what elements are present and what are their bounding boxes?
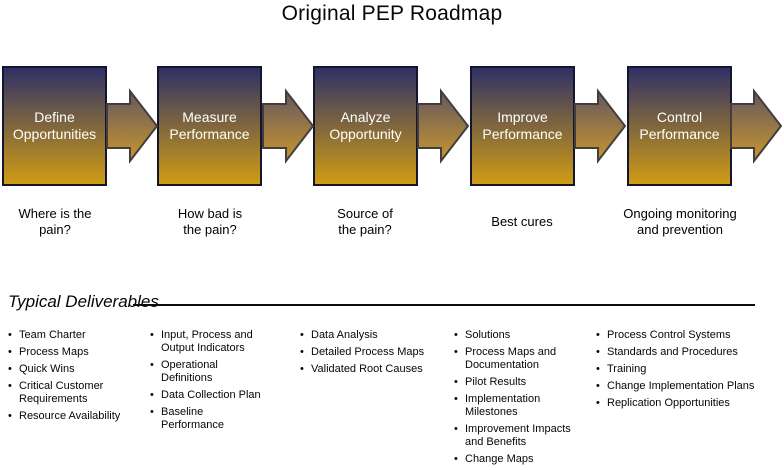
deliverables-column-improve: Solutions Process Maps and Documentation… (454, 329, 594, 470)
phase-box-label: Improve Performance (482, 109, 563, 142)
flow-arrow-right-icon (574, 88, 627, 164)
deliverables-list: Input, Process and Output Indicators Ope… (150, 329, 280, 432)
deliverable-item: Operational Definitions (150, 359, 280, 385)
phase-box-control: Control Performance (627, 66, 732, 186)
flow-arrow-right-icon (730, 88, 783, 164)
deliverable-item: Data Collection Plan (150, 389, 280, 402)
phase-box-label: Define Opportunities (12, 109, 97, 142)
phase-box-label: Measure Performance (169, 109, 250, 142)
deliverable-item: Change Implementation Plans (596, 380, 766, 393)
deliverables-list: Solutions Process Maps and Documentation… (454, 329, 594, 466)
deliverables-heading: Typical Deliverables (8, 292, 159, 311)
deliverable-item: Input, Process and Output Indicators (150, 329, 280, 355)
deliverables-column-measure: Input, Process and Output Indicators Ope… (150, 329, 280, 436)
phase-box-analyze: Analyze Opportunity (313, 66, 418, 186)
deliverables-column-define: Team Charter Process Maps Quick Wins Cri… (8, 329, 146, 427)
deliverable-item: Change Maps (454, 453, 594, 466)
deliverables-list: Data Analysis Detailed Process Maps Vali… (300, 329, 450, 376)
deliverable-item: Resource Availability (8, 410, 146, 423)
deliverable-item: Improvement Impacts and Benefits (454, 423, 594, 449)
phase-question-measure: How bad is the pain? (177, 206, 243, 237)
deliverable-item: Replication Opportunities (596, 397, 766, 410)
deliverable-item: Pilot Results (454, 376, 594, 389)
deliverable-item: Baseline Performance (150, 406, 280, 432)
phase-question-define: Where is the pain? (18, 206, 92, 237)
deliverable-item: Validated Root Causes (300, 363, 450, 376)
deliverables-column-analyze: Data Analysis Detailed Process Maps Vali… (300, 329, 450, 380)
phase-box-improve: Improve Performance (470, 66, 575, 186)
deliverable-item: Process Control Systems (596, 329, 766, 342)
deliverable-item: Process Maps (8, 346, 146, 359)
deliverable-item: Standards and Procedures (596, 346, 766, 359)
deliverable-item: Team Charter (8, 329, 146, 342)
page-title: Original PEP Roadmap (281, 2, 503, 25)
deliverables-list: Team Charter Process Maps Quick Wins Cri… (8, 329, 146, 423)
deliverable-item: Quick Wins (8, 363, 146, 376)
flow-arrow-right-icon (417, 88, 470, 164)
phase-box-define: Define Opportunities (2, 66, 107, 186)
deliverable-item: Implementation Milestones (454, 393, 594, 419)
phase-question-improve: Best cures (491, 214, 553, 229)
deliverable-item: Critical Customer Requirements (8, 380, 146, 406)
flow-arrow-right-icon (106, 88, 159, 164)
phase-box-label: Control Performance (639, 109, 720, 142)
phase-box-label: Analyze Opportunity (329, 109, 402, 142)
phase-question-analyze: Source of the pain? (337, 206, 393, 237)
deliverables-list: Process Control Systems Standards and Pr… (596, 329, 766, 410)
deliverable-item: Detailed Process Maps (300, 346, 450, 359)
phase-box-measure: Measure Performance (157, 66, 262, 186)
heading-divider (133, 304, 755, 306)
deliverable-item: Process Maps and Documentation (454, 346, 594, 372)
deliverable-item: Solutions (454, 329, 594, 342)
phase-question-control: Ongoing monitoring and prevention (623, 206, 737, 237)
deliverables-column-control: Process Control Systems Standards and Pr… (596, 329, 766, 414)
flow-arrow-right-icon (262, 88, 315, 164)
deliverable-item: Training (596, 363, 766, 376)
deliverable-item: Data Analysis (300, 329, 450, 342)
